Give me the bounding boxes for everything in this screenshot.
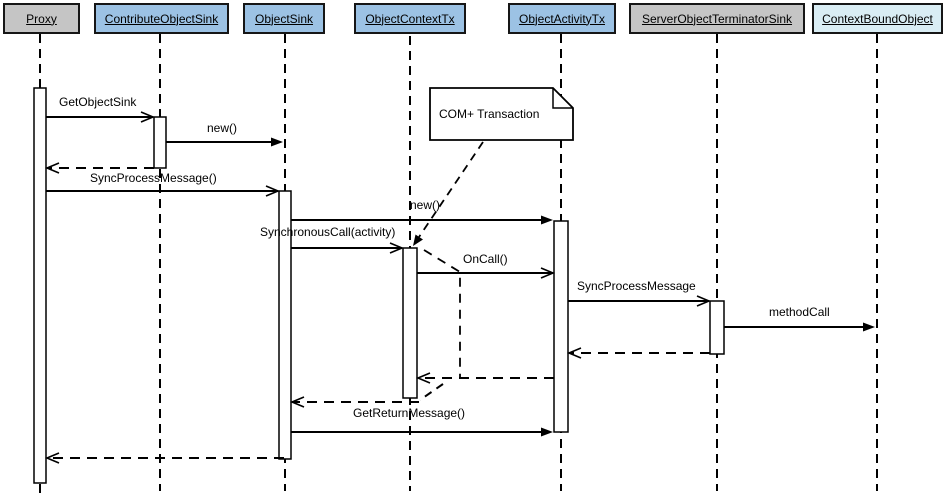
return-to-object-context-tx: [415, 372, 554, 384]
participant-object-activity-tx-label: ObjectActivityTx: [518, 11, 605, 26]
arrow-on-call: [417, 267, 556, 279]
arrow-get-object-sink: [46, 111, 156, 123]
activations: [33, 87, 725, 484]
arrow-get-return-message: [291, 427, 553, 437]
label-new-object-sink: new(): [207, 121, 238, 135]
open-arrowhead-icon: [289, 396, 305, 408]
activation-object-context-tx: [402, 247, 418, 399]
note-body: [429, 87, 574, 141]
open-arrowhead-icon: [389, 242, 405, 254]
participant-object-context-tx-label: ObjectContextTx: [365, 11, 455, 26]
arrow-sync-process-message: [46, 185, 281, 197]
filled-arrowhead-icon: [541, 427, 553, 437]
note-connector-arrowhead-icon: [413, 234, 423, 246]
activation-server-object-terminator-sink: [709, 300, 725, 355]
arrow-synchronous-call: [291, 242, 405, 254]
label-get-object-sink: GetObjectSink: [59, 95, 137, 109]
open-arrowhead-icon: [540, 267, 556, 279]
participant-contribute-object-sink: ContributeObjectSink: [94, 3, 229, 34]
label-get-return-message: GetReturnMessage(): [353, 406, 466, 420]
open-arrowhead-icon: [415, 372, 431, 384]
label-sync-process-message-2: SyncProcessMessage: [577, 279, 696, 293]
participant-object-context-tx: ObjectContextTx: [354, 3, 466, 34]
return-diagonal-segment: [419, 383, 444, 401]
open-arrowhead-icon: [265, 185, 281, 197]
participant-proxy-label: Proxy: [26, 11, 57, 26]
arrow-method-call: [724, 322, 875, 332]
open-arrowhead-icon: [44, 452, 60, 464]
participant-object-activity-tx: ObjectActivityTx: [508, 3, 616, 34]
filled-arrowhead-icon: [271, 137, 283, 147]
participant-object-sink-label: ObjectSink: [254, 11, 314, 26]
return-to-proxy-2: [44, 452, 284, 464]
note-com-transaction: [429, 87, 574, 141]
open-arrowhead-icon: [140, 111, 156, 123]
open-arrowhead-icon: [566, 347, 582, 359]
note-text: COM+ Transaction: [439, 107, 540, 121]
note-scope-dashed-path: [423, 249, 461, 377]
filled-arrowhead-icon: [541, 215, 553, 225]
return-to-proxy-1: [44, 162, 154, 174]
activation-object-sink: [278, 190, 292, 460]
participant-context-bound-object: ContextBoundObject: [812, 3, 943, 34]
participant-contribute-object-sink-label: ContributeObjectSink: [104, 11, 219, 26]
note-connector: [413, 141, 484, 377]
participant-server-object-terminator-sink-label: ServerObjectTerminatorSink: [641, 11, 793, 26]
note-fold: [552, 88, 573, 109]
activation-object-activity-tx: [553, 220, 569, 433]
label-sync-process-message: SyncProcessMessage(): [90, 171, 217, 185]
arrow-new-object-sink: [166, 137, 283, 147]
activation-contribute-object-sink: [153, 116, 167, 169]
label-on-call: OnCall(): [463, 252, 508, 266]
return-arrows: [44, 162, 710, 464]
participant-object-sink: ObjectSink: [243, 3, 325, 34]
label-method-call: methodCall: [769, 305, 830, 319]
activation-proxy: [33, 87, 47, 484]
filled-arrowhead-icon: [863, 322, 875, 332]
arrow-sync-process-message-2: [568, 295, 712, 307]
return-to-object-activity-tx: [566, 347, 710, 359]
open-arrowhead-icon: [696, 295, 712, 307]
open-arrowhead-icon: [44, 162, 60, 174]
participant-proxy: Proxy: [3, 3, 80, 34]
call-arrows: [46, 111, 875, 437]
participant-server-object-terminator-sink: ServerObjectTerminatorSink: [629, 3, 805, 34]
note-connector-line: [418, 141, 484, 238]
label-synchronous-call: SynchronousCall(activity): [260, 225, 396, 239]
arrow-new-activity: [291, 215, 553, 225]
participant-context-bound-object-label: ContextBoundObject: [822, 11, 933, 26]
label-new-activity: new(): [410, 198, 441, 212]
return-to-object-sink: [289, 396, 419, 408]
